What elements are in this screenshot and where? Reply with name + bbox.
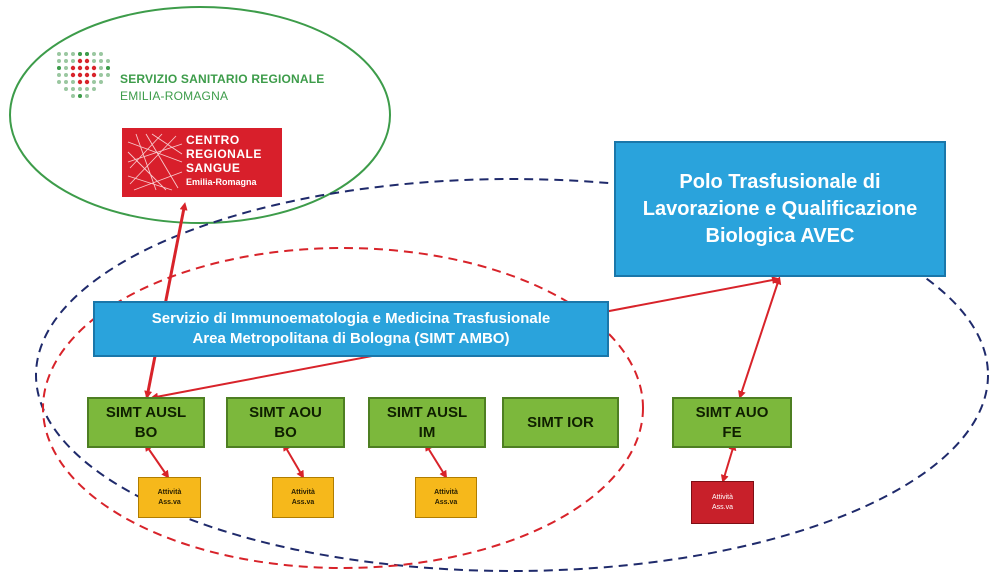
ambo-area-ellipse (42, 247, 644, 569)
activity-label-line1: Attività (434, 488, 458, 496)
unit-label-line2: BO (274, 423, 297, 441)
arrow-unit3-activity (424, 442, 448, 479)
unit-label-line1: SIMT AOU (249, 403, 322, 421)
arrow-polo-auo-fe (738, 276, 782, 399)
unit-label-line1: SIMT IOR (527, 413, 594, 431)
crs-subtitle: Emilia-Romagna (186, 177, 257, 187)
activity-label-line2: Ass.va (158, 498, 181, 506)
activity-label-line1: Attività (711, 493, 733, 501)
unit-label-line2: BO (134, 423, 158, 441)
simt-ausl-bo-box: SIMT AUSL BO (87, 397, 205, 448)
activity-label-line2: Ass.va (291, 498, 315, 506)
unit-label-line1: SIMT AUSL (105, 403, 187, 421)
activity-box-auo-fe: Attività Ass.va (691, 481, 754, 524)
crs-line2: REGIONALE (186, 147, 262, 161)
ssr-logo-icon (57, 52, 110, 98)
simt-ambo-box: Servizio di Immunoematologia e Medicina … (93, 301, 609, 357)
activity-label-line1: Attività (291, 488, 315, 496)
ssr-title: SERVIZIO SANITARIO REGIONALE EMILIA-ROMA… (120, 71, 325, 105)
polo-line3: Biologica AVEC (705, 224, 855, 247)
activity-box-ausl-bo: Attività Ass.va (138, 477, 201, 518)
polo-line1: Polo Trasfusionale di (679, 170, 881, 193)
simt-auo-fe-box: SIMT AUO FE (672, 397, 792, 448)
unit-label-line1: SIMT AUO (695, 403, 769, 421)
activity-label-line2: Ass.va (711, 503, 733, 511)
polo-line2: Lavorazione e Qualificazione (642, 197, 918, 220)
polo-trasfusionale-box: Polo Trasfusionale di Lavorazione e Qual… (614, 141, 946, 277)
ssr-line2: EMILIA-ROMAGNA (120, 89, 229, 103)
ssr-line1: SERVIZIO SANITARIO REGIONALE (120, 72, 325, 86)
activity-box-aou-bo: Attività Ass.va (272, 477, 334, 518)
simt-ambo-line1: Servizio di Immunoematologia e Medicina … (151, 310, 551, 327)
simt-ausl-im-box: SIMT AUSL IM (368, 397, 486, 448)
activity-label-line1: Attività (157, 488, 182, 496)
crs-title: CENTRO REGIONALE SANGUE (186, 133, 262, 175)
arrow-unit5-activity (720, 442, 737, 483)
unit-label-line1: SIMT AUSL (386, 403, 468, 421)
activity-label-line2: Ass.va (434, 498, 458, 506)
simt-aou-bo-box: SIMT AOU BO (226, 397, 345, 448)
arrow-unit2-activity (282, 442, 305, 479)
unit-label-line2: FE (722, 423, 742, 441)
crs-line1: CENTRO (186, 133, 240, 147)
crs-network-icon (127, 133, 183, 191)
crs-line3: SANGUE (186, 161, 241, 175)
unit-label-line2: IM (418, 423, 436, 441)
regional-ellipse (9, 6, 391, 224)
arrow-unit1-activity (144, 443, 170, 479)
crs-logo: CENTRO REGIONALE SANGUE Emilia-Romagna (122, 128, 282, 197)
simt-ior-box: SIMT IOR (502, 397, 619, 448)
activity-box-ausl-im: Attività Ass.va (415, 477, 477, 518)
avec-area-ellipse (35, 178, 989, 572)
simt-ambo-line2: Area Metropolitana di Bologna (SIMT AMBO… (192, 330, 510, 347)
